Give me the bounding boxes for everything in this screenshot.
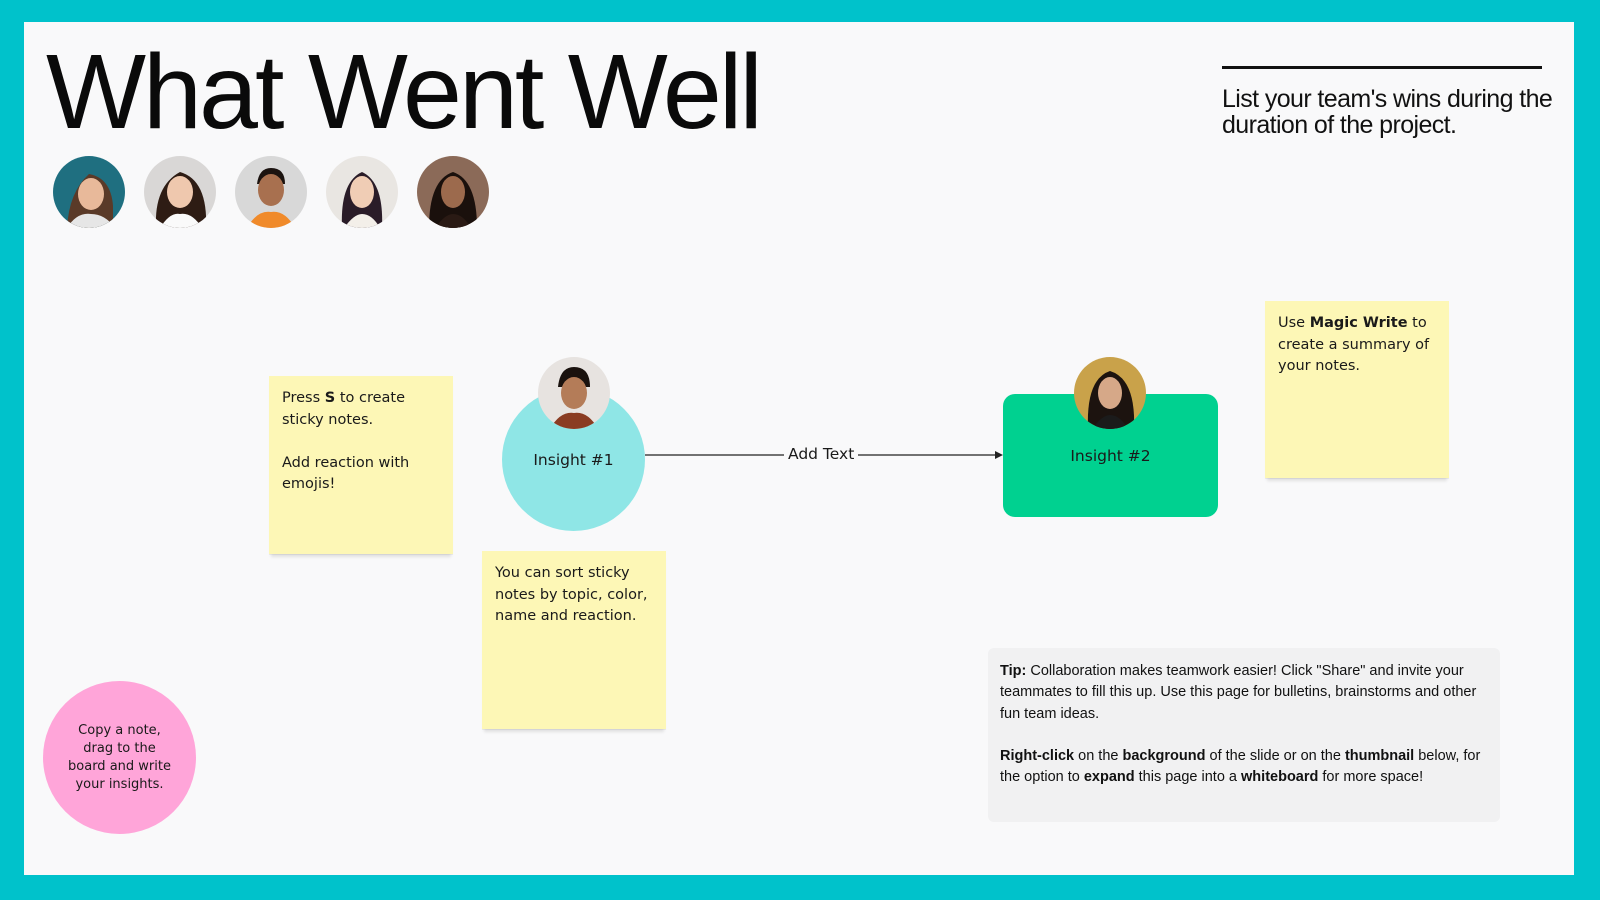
whiteboard-canvas[interactable]: What Went Well List your team's wins dur…	[24, 22, 1574, 875]
tip-box[interactable]: Tip: Collaboration makes teamwork easier…	[988, 648, 1500, 822]
sticky-note-sort[interactable]: You can sort sticky notes by topic, colo…	[482, 551, 666, 729]
insight-2-avatar[interactable]	[1074, 357, 1146, 429]
sticky-text: You can sort sticky notes by topic, colo…	[495, 565, 648, 624]
pink-circle-note[interactable]: Copy a note, drag to the board and write…	[43, 681, 196, 834]
tip-paragraph-2: Right-click on the background of the sli…	[1000, 747, 1481, 786]
person-photo-icon	[538, 357, 610, 429]
avatar-4[interactable]	[326, 156, 398, 228]
connector-label[interactable]: Add Text	[784, 444, 859, 464]
sticky-note-press-s[interactable]: Press S to create sticky notes. Add reac…	[269, 376, 453, 554]
insight-2-box[interactable]: Insight #2	[1003, 394, 1218, 517]
avatar-5[interactable]	[417, 156, 489, 228]
insight-2-label: Insight #2	[1070, 446, 1151, 465]
sticky-text: Use Magic Write to create a summary of y…	[1278, 315, 1430, 374]
person-photo-icon	[235, 156, 307, 228]
sticky-text: Add reaction with emojis!	[282, 454, 410, 493]
avatar-1[interactable]	[53, 156, 125, 228]
person-photo-icon	[53, 156, 125, 228]
person-photo-icon	[326, 156, 398, 228]
person-photo-icon	[1074, 357, 1146, 429]
avatar-2[interactable]	[144, 156, 216, 228]
sticky-text: Press S to create sticky notes.	[282, 390, 406, 428]
insight-1-label: Insight #1	[533, 450, 614, 469]
pink-note-text: Copy a note, drag to the board and write…	[68, 722, 171, 792]
tip-paragraph-1: Tip: Collaboration makes teamwork easier…	[1000, 663, 1477, 722]
subtitle-divider	[1222, 66, 1542, 69]
person-photo-icon	[144, 156, 216, 228]
avatar-3[interactable]	[235, 156, 307, 228]
sticky-note-magic-write[interactable]: Use Magic Write to create a summary of y…	[1265, 301, 1449, 478]
page-title: What Went Well	[46, 33, 763, 151]
page-subtitle: List your team's wins during the duratio…	[1222, 85, 1553, 139]
person-photo-icon	[417, 156, 489, 228]
insight-1-avatar[interactable]	[538, 357, 610, 429]
